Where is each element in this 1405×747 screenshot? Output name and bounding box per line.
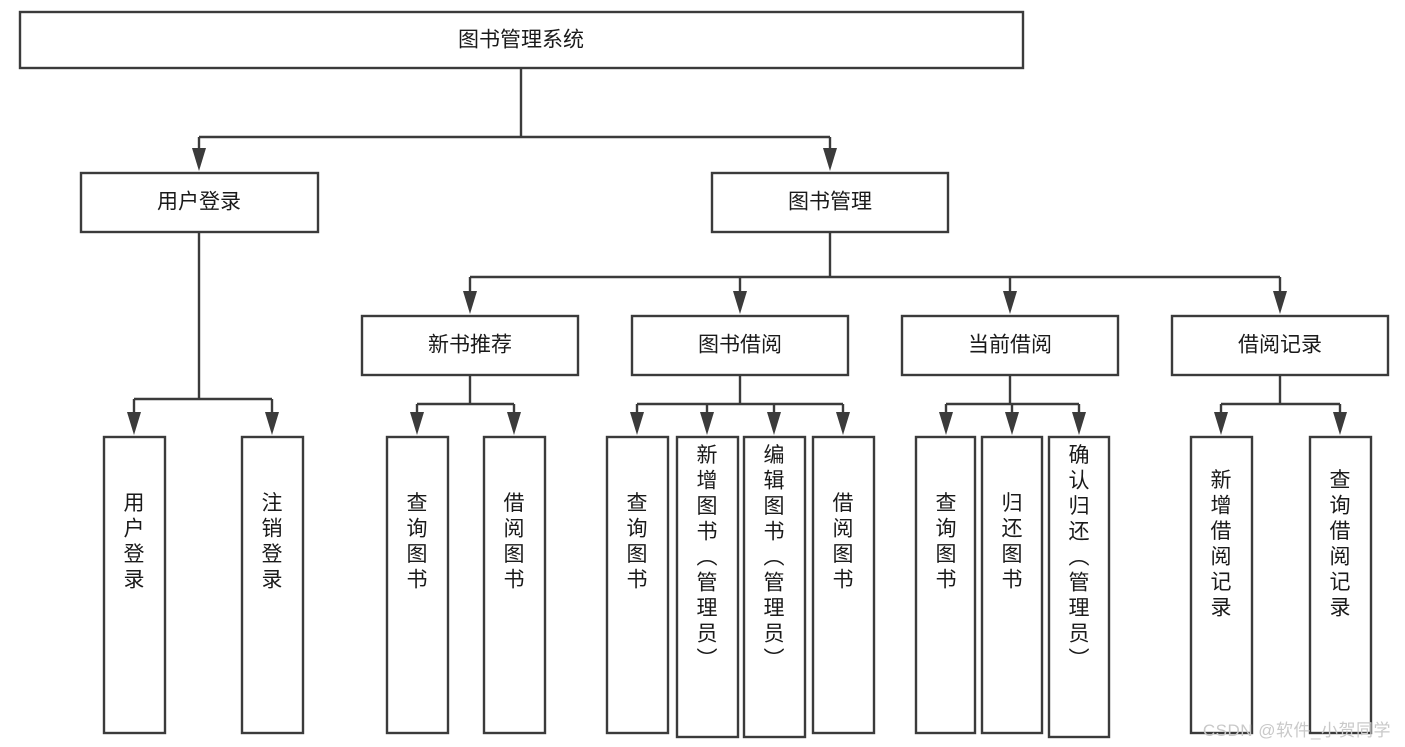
node-root-box: [18, 10, 1025, 70]
leaf-node-query-book-bb[interactable]: 查询图书: [605, 435, 670, 735]
node-book-management[interactable]: 图书管理: [710, 171, 950, 234]
node-book-borrow-box: [630, 314, 850, 377]
leaf-node-query-book-bb-label: 查询图书: [627, 492, 648, 592]
connectors-user-login-to-leaves: [127, 232, 279, 435]
leaf-node-confirm-return-admin[interactable]: 确认归还︵管理员︶: [1047, 435, 1111, 739]
node-book-management-box: [710, 171, 950, 234]
arrow-head-cb-leaf-3: [1072, 412, 1086, 435]
leaf-node-query-borrow-record-label: 查询借阅记录: [1330, 469, 1351, 620]
node-user-login[interactable]: 用户登录: [79, 171, 320, 234]
arrow-head-leaf-user-login: [127, 412, 141, 435]
connectors-book-borrow-to-leaves: [630, 375, 850, 435]
arrow-head-book-mgmt: [823, 148, 837, 171]
leaf-node-query-book-nbr-label: 查询图书: [407, 492, 428, 592]
connectors-book-mgmt-to-level3: [463, 232, 1287, 314]
arrow-head-new-book-rec: [463, 291, 477, 314]
node-current-borrow-box: [900, 314, 1120, 377]
leaf-node-query-borrow-record-box: [1308, 435, 1373, 735]
arrow-head-book-borrow: [733, 291, 747, 314]
leaf-node-borrow-book-bb-label: 借阅图书: [833, 492, 854, 592]
leaf-node-return-book[interactable]: 归还图书: [980, 435, 1044, 735]
node-root-system[interactable]: 图书管理系统: [18, 10, 1025, 70]
leaf-node-add-book-admin-box: [675, 435, 740, 739]
leaf-node-query-book-cb[interactable]: 查询图书: [914, 435, 977, 735]
leaf-node-query-borrow-record[interactable]: 查询借阅记录: [1308, 435, 1373, 735]
node-borrow-record-box: [1170, 314, 1390, 377]
leaf-node-add-borrow-record-box: [1189, 435, 1254, 735]
node-new-book-recommend[interactable]: 新书推荐: [360, 314, 580, 377]
arrow-head-current-borrow: [1003, 291, 1017, 314]
leaf-node-logout-box: [240, 435, 305, 735]
node-new-book-recommend-box: [360, 314, 580, 377]
leaf-node-edit-book-admin-box: [742, 435, 807, 739]
arrow-head-bb-leaf-2: [700, 412, 714, 435]
arrow-head-cb-leaf-2: [1005, 412, 1019, 435]
node-current-borrow[interactable]: 当前借阅: [900, 314, 1120, 377]
connectors-current-borrow-to-leaves: [939, 375, 1086, 435]
leaf-node-user-login-label: 用户登录: [124, 492, 145, 592]
node-book-borrow-label: 图书借阅: [698, 334, 782, 357]
arrow-head-bb-leaf-3: [767, 412, 781, 435]
leaf-node-add-book-admin[interactable]: 新增图书︵管理员︶: [675, 435, 740, 739]
leaf-node-borrow-book-nbr[interactable]: 借阅图书: [482, 435, 547, 735]
node-user-login-label: 用户登录: [157, 191, 241, 214]
leaf-node-add-book-admin-label: 新增图书︵管理员︶: [697, 444, 718, 671]
node-borrow-record[interactable]: 借阅记录: [1170, 314, 1390, 377]
leaf-node-logout[interactable]: 注销登录: [240, 435, 305, 735]
leaf-node-add-borrow-record-label: 新增借阅记录: [1211, 469, 1232, 620]
leaf-node-query-book-cb-box: [914, 435, 977, 735]
leaf-node-query-book-cb-label: 查询图书: [936, 492, 957, 592]
leaf-node-return-book-label: 归还图书: [1002, 492, 1023, 592]
node-current-borrow-label: 当前借阅: [968, 334, 1052, 357]
leaf-node-borrow-book-nbr-label: 借阅图书: [504, 492, 525, 592]
leaf-node-add-borrow-record[interactable]: 新增借阅记录: [1189, 435, 1254, 735]
connectors-new-book-rec-to-leaves: [410, 375, 521, 435]
connectors-root-to-level2: [192, 68, 837, 171]
watermark-csdn: CSDN @软件_小贺同学: [1202, 721, 1391, 740]
arrow-head-cb-leaf-1: [939, 412, 953, 435]
leaf-node-confirm-return-admin-box: [1047, 435, 1111, 739]
leaf-node-edit-book-admin[interactable]: 编辑图书︵管理员︶: [742, 435, 807, 739]
leaf-node-borrow-book-bb[interactable]: 借阅图书: [811, 435, 876, 735]
node-root-label: 图书管理系统: [458, 29, 584, 52]
leaf-node-confirm-return-admin-label: 确认归还︵管理员︶: [1069, 444, 1090, 671]
leaf-node-user-login-box: [102, 435, 167, 735]
node-borrow-record-label: 借阅记录: [1238, 334, 1322, 357]
arrow-head-br-leaf-1: [1214, 412, 1228, 435]
leaf-node-user-login[interactable]: 用户登录: [102, 435, 167, 735]
arrow-head-bb-leaf-1: [630, 412, 644, 435]
arrow-head-borrow-record: [1273, 291, 1287, 314]
leaf-node-return-book-box: [980, 435, 1044, 735]
arrow-head-br-leaf-2: [1333, 412, 1347, 435]
leaf-node-borrow-book-nbr-box: [482, 435, 547, 735]
connectors-borrow-record-to-leaves: [1214, 375, 1347, 435]
node-book-management-label: 图书管理: [788, 191, 872, 214]
leaf-node-query-book-nbr-box: [385, 435, 450, 735]
arrow-head-nbr-leaf-1: [410, 412, 424, 435]
node-user-login-box: [79, 171, 320, 234]
arrow-head-bb-leaf-4: [836, 412, 850, 435]
leaf-node-borrow-book-bb-box: [811, 435, 876, 735]
node-new-book-recommend-label: 新书推荐: [428, 334, 512, 357]
arrow-head-nbr-leaf-2: [507, 412, 521, 435]
node-book-borrow[interactable]: 图书借阅: [630, 314, 850, 377]
leaf-node-logout-label: 注销登录: [262, 492, 283, 592]
leaf-node-edit-book-admin-label: 编辑图书︵管理员︶: [764, 444, 785, 671]
arrow-head-leaf-logout: [265, 412, 279, 435]
arrow-head-user-login: [192, 148, 206, 171]
leaf-node-query-book-nbr[interactable]: 查询图书: [385, 435, 450, 735]
leaf-node-query-book-bb-box: [605, 435, 670, 735]
